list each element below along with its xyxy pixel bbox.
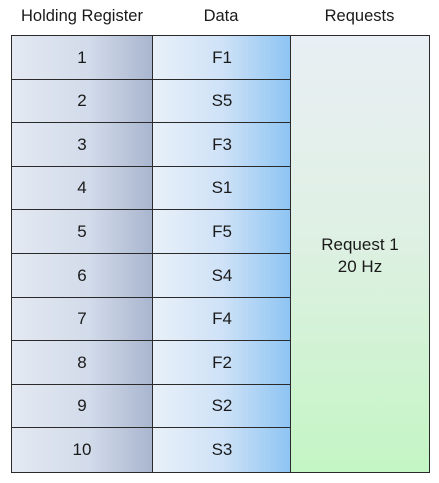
data-header: Data: [203, 7, 239, 25]
register-cell: 6: [12, 254, 152, 298]
data-cell: S1: [153, 167, 291, 210]
data-cell: S3: [153, 428, 291, 472]
request-block: Request 1 20 Hz: [290, 36, 429, 472]
register-cell: 10: [12, 428, 152, 472]
register-cell: 4: [12, 167, 152, 210]
register-cell: 1: [12, 36, 152, 80]
data-cell: F2: [153, 341, 291, 385]
register-cell: 7: [12, 298, 152, 341]
request-label: Request 1 20 Hz: [291, 234, 429, 278]
request-name: Request 1: [321, 235, 399, 254]
data-cell: S2: [153, 385, 291, 428]
data-cell: F5: [153, 210, 291, 254]
register-cell: 5: [12, 210, 152, 254]
request-rate: 20 Hz: [337, 257, 383, 276]
holding-register-header: Holding Register: [21, 7, 143, 25]
data-cell: F3: [153, 123, 291, 167]
requests-header: Requests: [324, 7, 395, 25]
data-cell: S5: [153, 80, 291, 123]
data-cell: F4: [153, 298, 291, 341]
register-cell: 2: [12, 80, 152, 123]
register-cell: 9: [12, 385, 152, 428]
register-cell: 3: [12, 123, 152, 167]
data-cell: F1: [153, 36, 291, 80]
data-cell: S4: [153, 254, 291, 298]
register-cell: 8: [12, 341, 152, 385]
